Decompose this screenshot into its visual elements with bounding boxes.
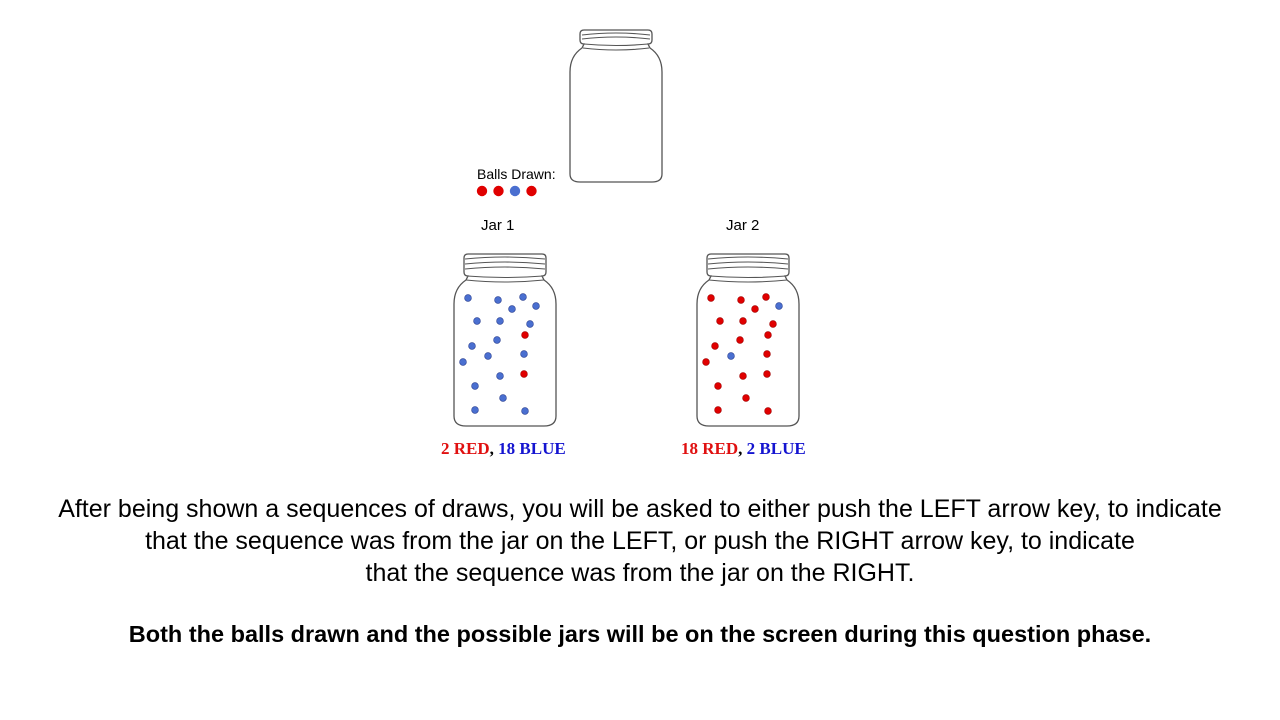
- jar-2-red-count: 18 RED: [681, 439, 739, 458]
- jar1-ball-blue: [464, 294, 472, 302]
- jar1-ball-red: [520, 370, 528, 378]
- jar-1-blue-count: 18 BLUE: [498, 439, 566, 458]
- instruction-line-2: that the sequence was from the jar on th…: [145, 527, 1135, 555]
- drawn-ball-red: [526, 185, 537, 197]
- jar1-ball-blue: [496, 372, 504, 380]
- drawn-ball-red: [493, 185, 504, 197]
- jar2-ball-red: [739, 372, 747, 380]
- jar2-ball-red: [714, 382, 722, 390]
- jar2-ball-red: [763, 370, 771, 378]
- jar1-ball-blue: [468, 342, 476, 350]
- jar2-ball-red: [769, 320, 777, 328]
- instruction-line-3: that the sequence was from the jar on th…: [365, 559, 915, 587]
- jar2-ball-red: [764, 407, 772, 415]
- jar-1-separator: ,: [489, 439, 494, 458]
- jar2-ball-red: [764, 331, 772, 339]
- jar2-ball-red: [702, 358, 710, 366]
- jar2-ball-red: [742, 394, 750, 402]
- jar-2-blue-count: 2 BLUE: [746, 439, 806, 458]
- jar2-ball-red: [714, 406, 722, 414]
- jar1-ball-blue: [484, 352, 492, 360]
- jar1-ball-blue: [494, 296, 502, 304]
- jar2-ball-red: [763, 350, 771, 358]
- instruction-line-1: After being shown a sequences of draws, …: [58, 495, 1222, 523]
- jar2-ball-red: [739, 317, 747, 325]
- jar1-ball-blue: [526, 320, 534, 328]
- jar1-ball-red: [521, 331, 529, 339]
- jar2-ball-blue: [727, 352, 735, 360]
- jar1-ball-blue: [519, 293, 527, 301]
- jar-1-label: Jar 1: [481, 217, 515, 234]
- jar1-ball-blue: [471, 406, 479, 414]
- jar2-ball-red: [711, 342, 719, 350]
- jar-1-red-count: 2 RED: [441, 439, 490, 458]
- jar1-ball-blue: [508, 305, 516, 313]
- jar1-ball-blue: [521, 407, 529, 415]
- jar-2-counts: 18 RED, 2 BLUE: [681, 439, 806, 459]
- jar-2-separator: ,: [738, 439, 743, 458]
- jar1-ball-blue: [532, 302, 540, 310]
- jar-2-label: Jar 2: [726, 217, 760, 234]
- drawn-ball-red: [476, 185, 488, 197]
- jar2-ball-red: [736, 336, 744, 344]
- jar-1: [453, 253, 557, 427]
- drawn-ball-blue: [509, 185, 521, 197]
- balls-drawn-sequence: [476, 185, 537, 197]
- jar1-ball-blue: [499, 394, 507, 402]
- question-phase-note: Both the balls drawn and the possible ja…: [128, 621, 1152, 647]
- empty-target-jar: [569, 29, 663, 183]
- jar1-ball-blue: [459, 358, 467, 366]
- jar-1-counts: 2 RED, 18 BLUE: [441, 439, 566, 459]
- jar2-ball-red: [751, 305, 759, 313]
- jar-2: [696, 253, 800, 427]
- jar1-ball-blue: [520, 350, 528, 358]
- jar1-ball-blue: [493, 336, 501, 344]
- jar1-ball-blue: [471, 382, 479, 390]
- jar1-ball-blue: [473, 317, 481, 325]
- jar2-ball-blue: [775, 302, 783, 310]
- jar2-ball-red: [762, 293, 770, 301]
- jar2-ball-red: [737, 296, 745, 304]
- balls-drawn-label: Balls Drawn:: [477, 166, 556, 182]
- jar2-ball-red: [707, 294, 715, 302]
- jar1-ball-blue: [496, 317, 504, 325]
- jar2-ball-red: [716, 317, 724, 325]
